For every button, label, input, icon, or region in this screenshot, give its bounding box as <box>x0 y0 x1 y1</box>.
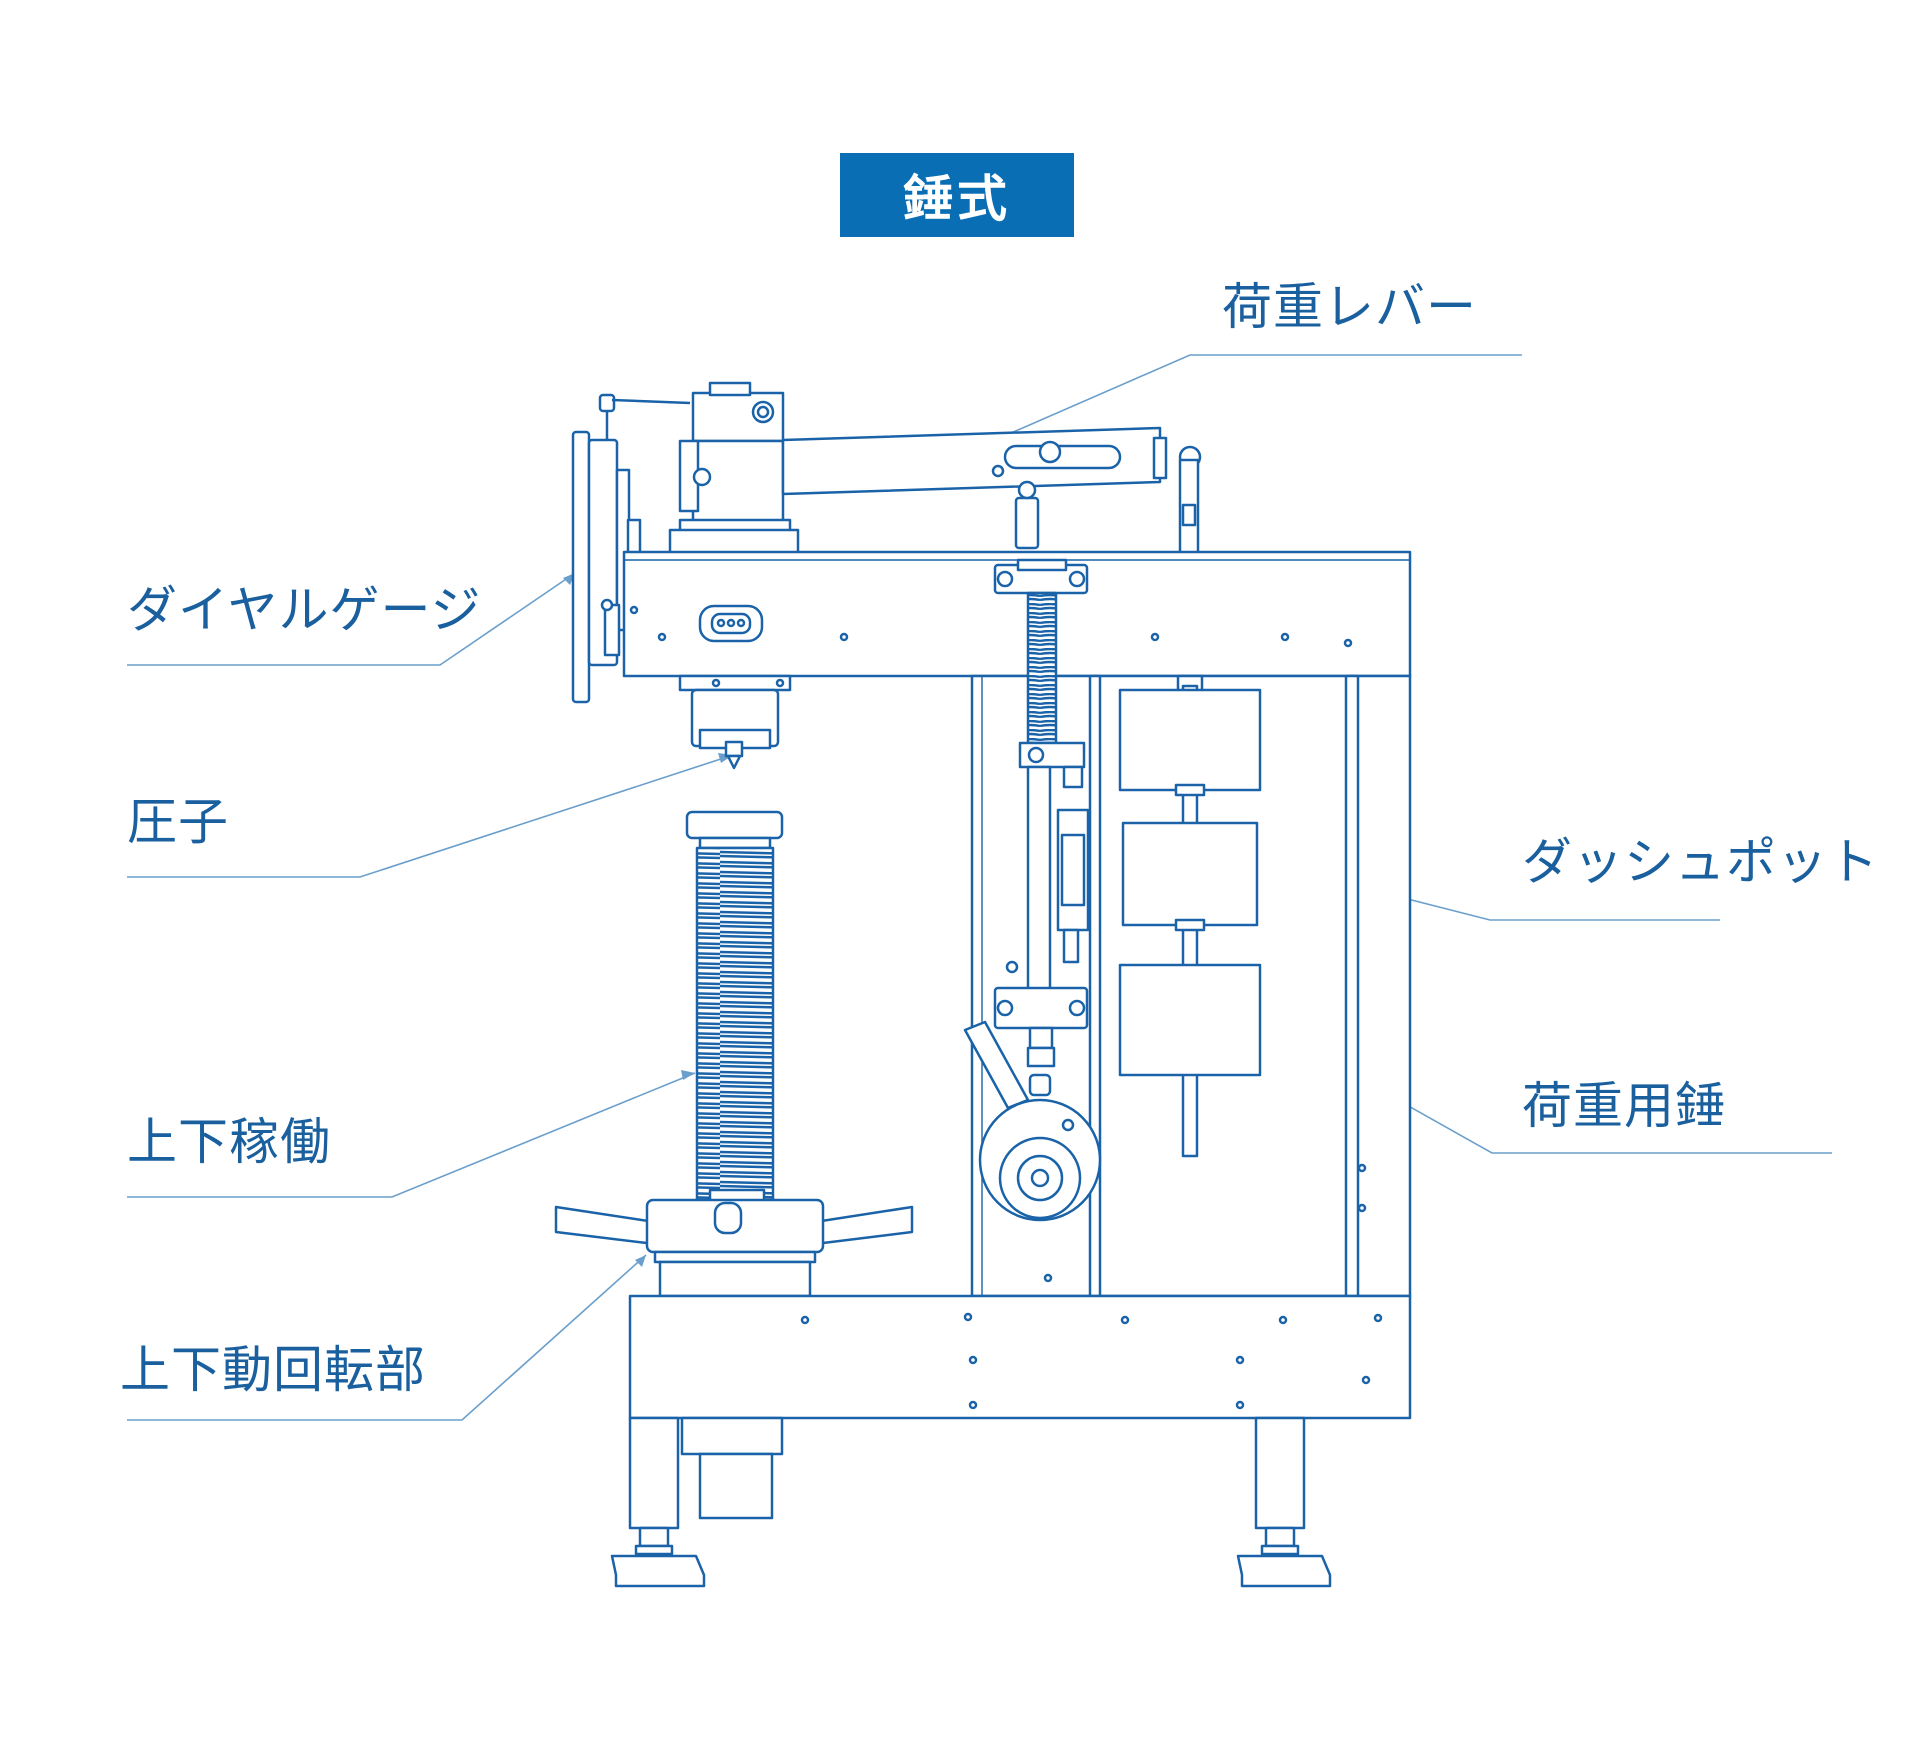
base-frame <box>628 1294 1412 1520</box>
leader-vertical-rotation <box>127 1254 647 1421</box>
indenter <box>678 674 792 770</box>
label-dashpot: ダッシュポット <box>1522 833 1879 891</box>
label-indenter: 圧子 <box>127 793 229 851</box>
load-lever-arm <box>781 426 1202 562</box>
vertical-rotation-wheel <box>554 1198 914 1298</box>
leader-indenter <box>127 754 734 878</box>
label-vertical-movement: 上下稼働 <box>127 1113 331 1171</box>
leader-lines <box>127 354 1832 1421</box>
load-weights <box>1118 674 1262 1158</box>
legs-and-feet <box>610 1416 1332 1588</box>
dashpot-assembly <box>993 480 1090 1097</box>
release-handle <box>963 1020 1102 1222</box>
leader-load-lever <box>994 354 1522 441</box>
vertical-screw <box>685 810 784 1206</box>
label-load-weight: 荷重用錘 <box>1522 1077 1726 1135</box>
machine-body <box>554 381 1412 1588</box>
leader-dial-gauge <box>127 572 576 666</box>
label-dial-gauge: ダイヤルゲージ <box>127 581 482 639</box>
lever-head-block <box>668 381 800 556</box>
leader-vertical-movement <box>127 1072 696 1198</box>
label-vertical-rotation: 上下動回転部 <box>120 1341 426 1399</box>
label-load-lever: 荷重レバー <box>1222 278 1477 336</box>
title-badge: 錘式 <box>840 153 1074 237</box>
